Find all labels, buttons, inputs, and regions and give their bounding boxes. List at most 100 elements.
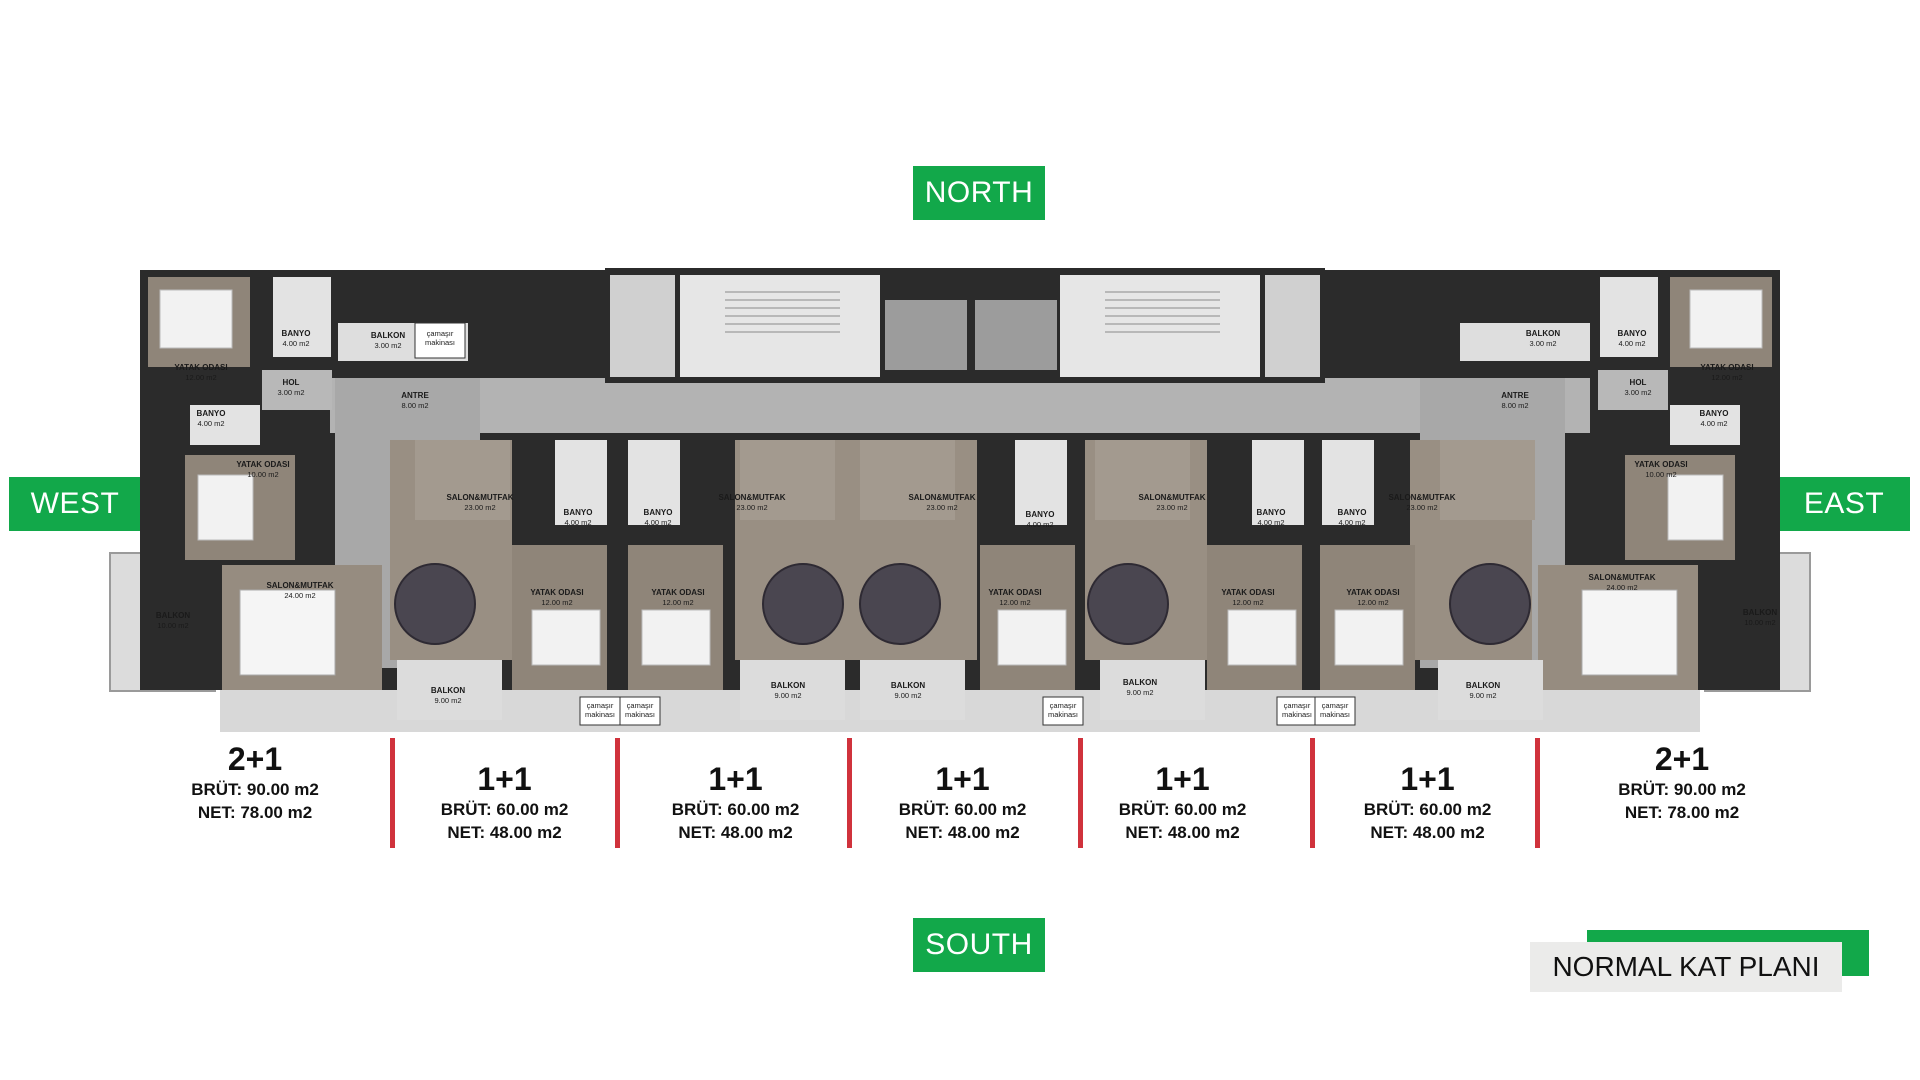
unit-summary-5: 1+1 BRÜT: 60.00 m2 NET: 48.00 m2: [1325, 760, 1530, 844]
unit-brut: BRÜT: 60.00 m2: [1118, 800, 1247, 819]
unit-net: NET: 48.00 m2: [905, 823, 1020, 842]
unit-brut: BRÜT: 90.00 m2: [191, 780, 319, 799]
unit1-salon-label-area: 23.00 m2: [464, 503, 495, 512]
unit-type: 2+1: [1654, 741, 1710, 777]
unit-summary-1: 1+1 BRÜT: 60.00 m2 NET: 48.00 m2: [402, 760, 607, 844]
unit4-salon-label: SALON&MUTFAK: [1138, 493, 1205, 502]
west-bath-1: [273, 277, 331, 357]
west-hol-label-area: 3.00 m2: [277, 388, 304, 397]
unit2-yatak-label-area: 12.00 m2: [662, 598, 693, 607]
unit-net: NET: 48.00 m2: [1125, 823, 1240, 842]
west-hol-label: HOL: [283, 378, 300, 387]
elevator-2: [975, 300, 1057, 370]
camasir-box-4: [1042, 696, 1084, 726]
east-sofa: [1581, 589, 1678, 676]
camasir-label-4: çamaşır: [1050, 701, 1077, 710]
east-bath-1: [1600, 277, 1658, 357]
stair-west: [680, 275, 880, 377]
west-balkon-small-label: BALKON: [371, 331, 405, 340]
unit5-kitchen: [1440, 440, 1535, 520]
unit1-yatak-label: YATAK ODASI: [530, 588, 583, 597]
unit5-bed: [1334, 609, 1404, 666]
east-yatak-2-label-area: 10.00 m2: [1645, 470, 1676, 479]
east-balkon-small-label: BALKON: [1526, 329, 1560, 338]
unit2-balkon-label: BALKON: [771, 681, 805, 690]
unit2-salon-label-area: 23.00 m2: [736, 503, 767, 512]
camasir-label-4-line2: makinası: [1048, 710, 1078, 719]
camasir-label-5: çamaşır: [1284, 701, 1311, 710]
unit2-kitchen: [740, 440, 835, 520]
east-hol-label: HOL: [1630, 378, 1647, 387]
unit-divider-2: [615, 738, 620, 848]
east-banyo-label: BANYO: [1618, 329, 1647, 338]
camasir-box-1: [414, 322, 466, 359]
unit-divider-6: [1535, 738, 1540, 848]
west-yatak-2-label-area: 10.00 m2: [247, 470, 278, 479]
unit5-salon-label-area: 23.00 m2: [1406, 503, 1437, 512]
unit3-bed: [997, 609, 1067, 666]
camasir-box-5: [1276, 696, 1318, 726]
unit4-bath: [1252, 440, 1304, 525]
unit-divider-5: [1310, 738, 1315, 848]
camasir-label-3: çamaşır: [627, 701, 654, 710]
unit2-salon-label: SALON&MUTFAK: [718, 493, 785, 502]
east-yatak-2-label: YATAK ODASI: [1634, 460, 1687, 469]
unit3-banyo-label-area: 4.00 m2: [1026, 520, 1053, 529]
east-hol: [1598, 370, 1668, 410]
west-hol: [262, 370, 332, 410]
west-sofa: [239, 589, 336, 676]
south-label: SOUTH: [913, 918, 1045, 972]
unit-type: 1+1: [1155, 761, 1210, 797]
unit1-kitchen: [415, 440, 510, 520]
unit3-yatak-label: YATAK ODASI: [988, 588, 1041, 597]
unit2-bath: [628, 440, 680, 525]
unit3-bath: [1015, 440, 1067, 525]
west-balkon-label: BALKON: [156, 611, 190, 620]
unit2-bed: [641, 609, 711, 666]
unit4-balkon: [1100, 660, 1205, 720]
unit1-balkon: [397, 660, 502, 720]
east-banyo-2-label-area: 4.00 m2: [1700, 419, 1727, 428]
unit-brut: BRÜT: 60.00 m2: [440, 800, 569, 819]
unit4-salon-label-area: 23.00 m2: [1156, 503, 1187, 512]
unit-type: 1+1: [708, 761, 763, 797]
corridor: [330, 378, 1590, 433]
unit-brut: BRÜT: 90.00 m2: [1618, 780, 1746, 799]
unit-summary-west: 2+1 BRÜT: 90.00 m2 NET: 78.00 m2: [155, 740, 355, 824]
west-bath-2: [190, 405, 260, 445]
west-banyo-label: BANYO: [282, 329, 311, 338]
unit5-yatak-label-area: 12.00 m2: [1357, 598, 1388, 607]
east-balkon-small: [1460, 323, 1590, 361]
west-label: WEST: [9, 477, 141, 531]
unit-brut: BRÜT: 60.00 m2: [898, 800, 1027, 819]
north-label: NORTH: [913, 166, 1045, 220]
east-balkon-small-label-area: 3.00 m2: [1529, 339, 1556, 348]
east-hol-label-area: 3.00 m2: [1624, 388, 1651, 397]
unit3-salon-label-area: 23.00 m2: [926, 503, 957, 512]
east-bath-2: [1670, 405, 1740, 445]
east-label: EAST: [1778, 477, 1910, 531]
unit-summary-2: 1+1 BRÜT: 60.00 m2 NET: 48.00 m2: [633, 760, 838, 844]
west-yatak-label-area: 12.00 m2: [185, 373, 216, 382]
east-bed-2: [1667, 474, 1724, 541]
unit4-banyo-label-area: 4.00 m2: [1257, 518, 1284, 527]
east-salon-label: SALON&MUTFAK: [1588, 573, 1655, 582]
unit5-balkon-label: BALKON: [1466, 681, 1500, 690]
west-antre-label-area: 8.00 m2: [401, 401, 428, 410]
camasir-label-1: çamaşır: [427, 329, 454, 338]
unit4-bed: [1227, 609, 1297, 666]
unit-type: 1+1: [1400, 761, 1455, 797]
unit-net: NET: 78.00 m2: [197, 803, 313, 822]
east-banyo-label-area: 4.00 m2: [1618, 339, 1645, 348]
unit2-banyo-label-area: 4.00 m2: [644, 518, 671, 527]
west-yatak-2-label: YATAK ODASI: [236, 460, 289, 469]
camasir-box-3: [619, 696, 661, 726]
unit4-balkon-label: BALKON: [1123, 678, 1157, 687]
camasir-label-6: çamaşır: [1322, 701, 1349, 710]
unit3-banyo-label: BANYO: [1026, 510, 1055, 519]
unit5-balkon-label-area: 9.00 m2: [1469, 691, 1496, 700]
unit5-balkon: [1438, 660, 1543, 720]
unit2-balkon-label-area: 9.00 m2: [774, 691, 801, 700]
east-salon-label-area: 24.00 m2: [1606, 583, 1637, 592]
